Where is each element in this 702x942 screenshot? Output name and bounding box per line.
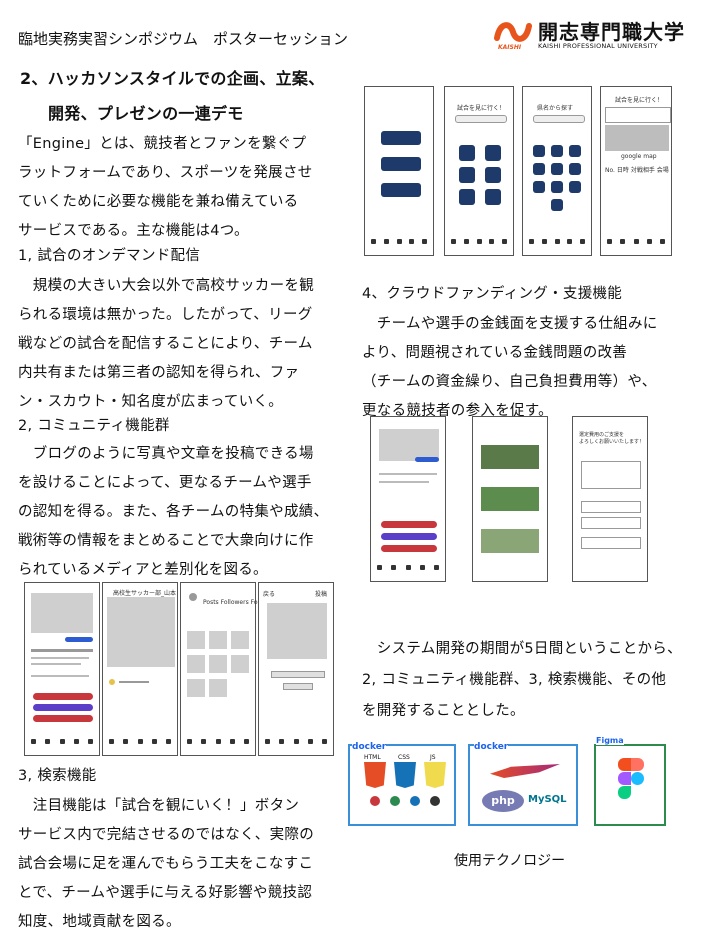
js-label: JS [430, 754, 436, 761]
docker-label-2: docker [474, 742, 509, 752]
mockup-crowd-list [472, 416, 548, 582]
figma-label: Figma [596, 736, 624, 745]
results-table-headers: No. 日時 対戦相手 会場 [605, 167, 669, 174]
mockup-community-post: 戻る 投稿 [258, 582, 334, 756]
mockup-community-profile: Posts Followers Following [180, 582, 279, 756]
tool-icons [370, 796, 440, 812]
university-logo: KAISHI 開志専門職大学 KAISHI PROFESSIONAL UNIVE… [494, 16, 694, 52]
mockup-search-results: 試合を見に行く！ google map No. 日時 対戦相手 会場 [600, 86, 672, 256]
tech-box-backend: docker php MySQL [468, 742, 578, 826]
logo-caption: KAISHI [498, 44, 522, 51]
search-title-1: 試合を見に行く！ [457, 105, 506, 112]
mockup-crowd-home [370, 416, 446, 582]
tech-box-design: Figma [594, 736, 666, 826]
apache-icon [490, 764, 560, 778]
mockup-search-menu [364, 86, 434, 256]
mysql-label: MySQL [528, 794, 567, 805]
section-heading-line2: 開発、プレゼンの一連デモ [48, 104, 244, 123]
profile-header: 高校生サッカー部_山本 [113, 590, 177, 597]
docker-label-1: docker [352, 742, 387, 752]
feature3-body: 注目機能は「試合を観にいく！」ボタン サービス内で完結させるのではなく、実際の … [18, 798, 314, 930]
university-name: 開志専門職大学 [538, 20, 685, 44]
cancel-label: 戻る [263, 591, 276, 598]
feature2-title: 2, コミュニティ機能群 [18, 418, 170, 434]
js-icon [424, 762, 446, 788]
intro-paragraph: 「Engine」とは、競技者とファンを繋ぐプ ラットフォームであり、スポーツを発… [18, 136, 313, 239]
feature4-body: チームや選手の金銭面を支援する仕組みに より、問題視されている金銭問題の改善 （… [362, 316, 658, 419]
mockup-crowd-form: 選定費用のご支援を よろしくお願いいたします！ [572, 416, 648, 582]
css-label: CSS [398, 754, 410, 761]
mockup-community-home [24, 582, 100, 756]
css3-icon [394, 762, 416, 788]
page-header: 臨地実務実習シンポジウム ポスターセッション [18, 28, 348, 49]
search-title-3: 試合を見に行く！ [615, 97, 664, 104]
map-label: google map [621, 153, 657, 160]
figma-icon [618, 758, 644, 818]
header-title: 臨地実務実習シンポジウム ポスターセッション [18, 30, 349, 48]
search-title-2: 県名から探す [537, 105, 574, 112]
mockup-search-kana: 県名から探す [522, 86, 592, 256]
summary-paragraph: システム開発の期間が5日間ということから、 2, コミュニティ機能群、3, 検索… [362, 641, 682, 719]
feature3-title: 3, 検索機能 [18, 768, 97, 784]
html-label: HTML [364, 754, 381, 761]
feature4-title: 4、クラウドファンディング・支援機能 [362, 286, 623, 302]
university-name-en: KAISHI PROFESSIONAL UNIVERSITY [538, 42, 658, 50]
kaishi-logo-icon [494, 22, 532, 42]
feature1-body: 規模の大きい大会以外で高校サッカーを観 られる環境は無かった。したがって、リーグ… [18, 278, 314, 410]
mockup-search-region: 試合を見に行く！ [444, 86, 514, 256]
html5-icon [364, 762, 386, 788]
post-label: 投稿 [315, 591, 328, 598]
feature1-title: 1, 試合のオンデマンド配信 [18, 248, 201, 264]
feature2-body: ブログのように写真や文章を投稿できる場 を設けることによって、更なるチームや選手… [18, 446, 329, 578]
section-heading-line1: 2、ハッカソンスタイルでの企画、立案、 [20, 69, 325, 88]
php-icon: php [482, 790, 524, 812]
crowd-title: 選定費用のご支援を よろしくお願いいたします！ [579, 432, 645, 445]
mockup-community-blog: 高校生サッカー部_山本 [102, 582, 178, 756]
tech-caption: 使用テクノロジー [454, 853, 566, 869]
tech-box-frontend: docker HTML CSS JS [348, 742, 456, 826]
